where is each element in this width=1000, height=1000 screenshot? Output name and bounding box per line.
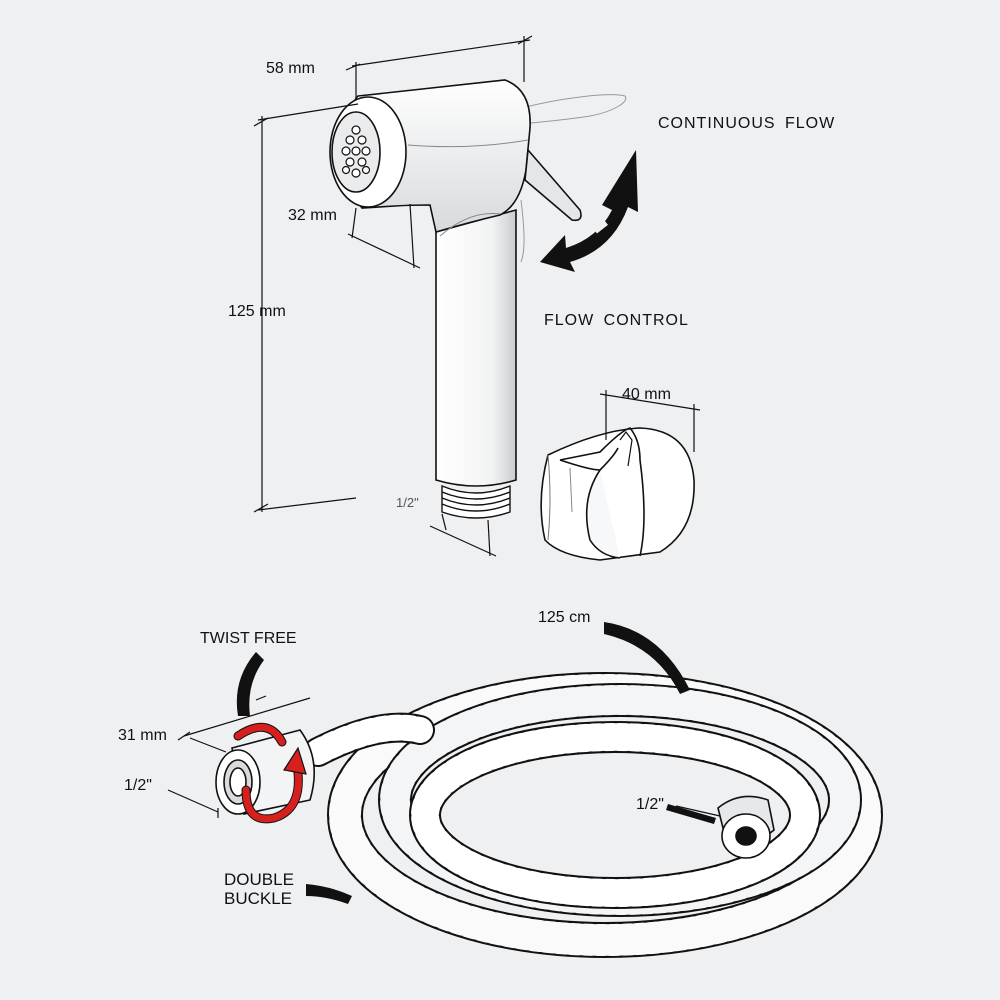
lever-ghost [521,94,627,125]
lever [524,148,582,222]
nut-31-label: 31 mm [118,727,167,744]
holder-dimension [599,390,701,452]
height-125-label: 125 mm [228,303,286,320]
wall-holder [540,427,695,561]
hose-length-label: 125 cm [538,609,591,626]
sprayer-dimensions [253,35,533,557]
holder-40-label: 40 mm [622,386,671,403]
hose-end-fitting [675,795,775,859]
twist-arrow-icon [233,722,307,824]
hose [303,672,883,958]
nut-thread-label: 1/2" [124,777,152,794]
double-buckle-line2: BUCKLE [224,889,293,908]
hose-end-thread-label: 1/2" [636,796,664,813]
width-58-label: 58 mm [266,60,315,77]
handle-thread [441,484,511,519]
flow-arrow-icon [540,150,638,272]
depth-32-label: 32 mm [288,207,337,224]
callout-pointers [236,622,716,904]
sprayer [329,79,627,519]
double-buckle-line1: DOUBLE [224,870,294,889]
spray-nozzles [341,125,371,178]
nut-dimensions [167,695,311,818]
handle-tube [435,208,517,487]
twist-free-label: TWIST FREE [200,630,297,647]
flow-control-label: FLOW CONTROL [544,312,689,329]
continuous-flow-label: CONTINUOUS FLOW [658,115,836,132]
sprayer-thread-label: 1/2" [396,495,419,510]
double-buckle-label: DOUBLE BUCKLE [224,870,294,908]
